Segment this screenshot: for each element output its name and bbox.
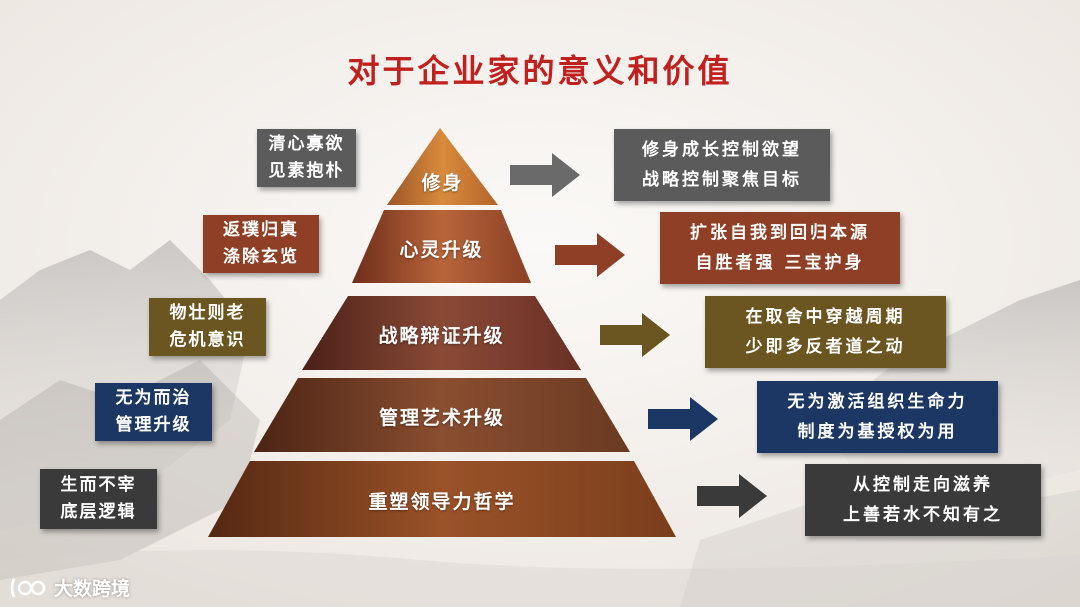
left-box-line: 无为而治	[115, 388, 192, 408]
tier-1-label: 修身	[421, 172, 464, 194]
pyramid-tier-3	[302, 296, 581, 370]
watermark: 大数跨境	[8, 574, 130, 601]
left-box-line: 危机意识	[169, 330, 246, 350]
pyramid-tier-5	[208, 461, 676, 537]
right-box-line: 战略控制聚焦目标	[642, 170, 802, 190]
left-box-line: 管理升级	[115, 415, 192, 435]
left-box-line: 涤除玄览	[223, 247, 299, 267]
right-box-line: 无为激活组织生命力	[787, 392, 968, 412]
right-arrow-icon	[600, 313, 670, 357]
tier-4-label: 管理艺术升级	[378, 407, 505, 429]
left-box-line: 清心寡欲	[268, 134, 345, 154]
right-box-tier-3: 在取舍中穿越周期 少即多反者道之动	[705, 296, 946, 368]
left-box-tier-4: 无为而治 管理升级	[95, 383, 212, 441]
tier-2-label: 心灵升级	[399, 239, 484, 261]
right-box-line: 上善若水不知有之	[843, 505, 1003, 525]
left-box-line: 返璞归真	[223, 220, 299, 240]
left-box-line: 见素抱朴	[268, 161, 345, 181]
left-box-tier-2: 返璞归真 涤除玄览	[203, 215, 319, 273]
right-arrow-icon	[697, 474, 767, 518]
page-title: 对于企业家的意义和价值	[347, 52, 733, 90]
left-box-tier-1: 清心寡欲 见素抱朴	[257, 129, 356, 187]
right-box-line: 自胜者强 三宝护身	[695, 253, 865, 273]
pyramid-tier-4	[254, 378, 630, 452]
right-arrow-icon	[555, 233, 625, 277]
right-box-line: 少即多反者道之动	[745, 337, 906, 357]
right-box-tier-4: 无为激活组织生命力 制度为基授权为用	[757, 381, 998, 453]
right-box-line: 从控制走向滋养	[853, 475, 993, 495]
right-arrow-icon	[648, 397, 718, 441]
right-box-line: 制度为基授权为用	[797, 422, 958, 442]
right-arrow-icon	[510, 153, 580, 197]
right-box-line: 修身成长控制欲望	[642, 140, 802, 160]
right-box-tier-1: 修身成长控制欲望 战略控制聚焦目标	[614, 129, 830, 201]
tier-5-label: 重塑领导力哲学	[368, 491, 516, 513]
left-box-line: 生而不宰	[60, 475, 137, 495]
right-box-tier-2: 扩张自我到回归本源 自胜者强 三宝护身	[660, 212, 900, 284]
pyramid-tier-2	[352, 210, 531, 283]
pyramid-tier-1	[387, 128, 498, 205]
tier-3-label: 战略辩证升级	[378, 325, 505, 347]
watermark-logo-icon	[10, 577, 46, 598]
left-box-line: 底层逻辑	[60, 502, 137, 522]
watermark-text: 大数跨境	[54, 578, 131, 600]
arrow-shape	[648, 397, 718, 441]
right-box-line: 扩张自我到回归本源	[690, 223, 870, 243]
arrow-shape	[555, 233, 625, 277]
left-box-tier-3: 物壮则老 危机意识	[149, 298, 266, 356]
right-box-tier-5: 从控制走向滋养 上善若水不知有之	[805, 464, 1041, 536]
arrow-shape	[697, 474, 767, 518]
arrow-shape	[600, 313, 670, 357]
left-box-line: 物壮则老	[169, 303, 246, 323]
arrow-shape	[510, 153, 580, 197]
left-box-tier-5: 生而不宰 底层逻辑	[40, 469, 157, 529]
right-box-line: 在取舍中穿越周期	[745, 307, 906, 327]
